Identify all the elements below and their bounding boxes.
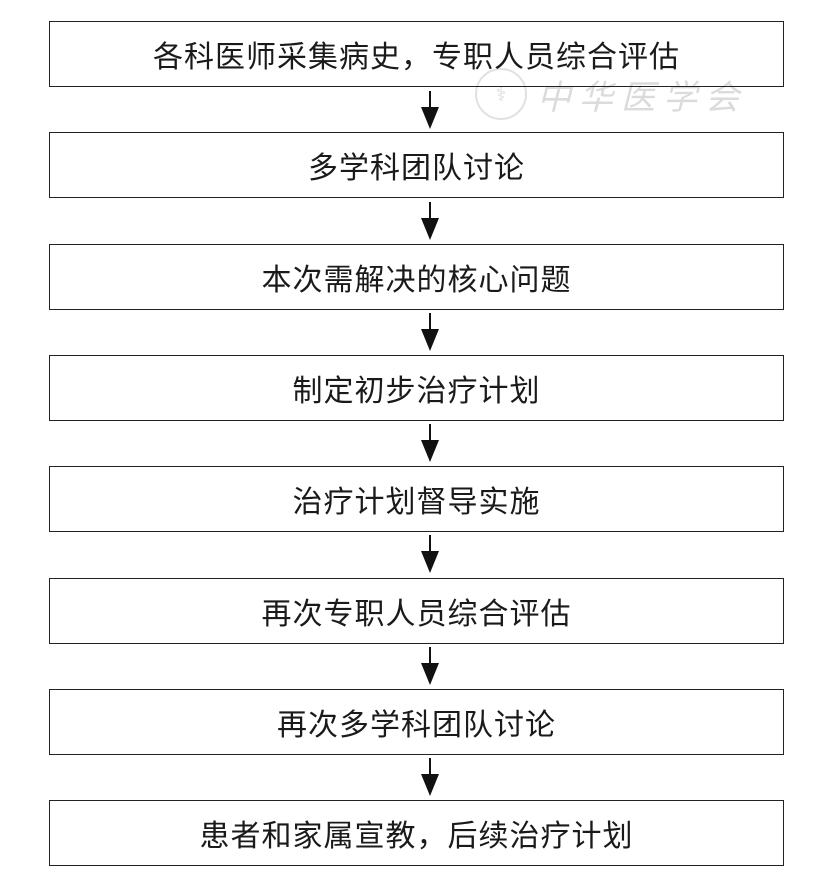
step-5-box: 治疗计划督导实施	[49, 466, 784, 532]
step-8-label: 患者和家属宣教，后续治疗计划	[199, 819, 634, 854]
arrow-down-icon	[421, 313, 439, 351]
arrow-down-icon	[421, 535, 439, 573]
step-1-label: 各科医师采集病史，专职人员综合评估	[153, 40, 680, 75]
watermark-text: 中华医学会	[537, 77, 747, 118]
step-6-box: 再次专职人员综合评估	[49, 578, 784, 644]
step-2-box: 多学科团队讨论	[49, 132, 784, 198]
step-7-box: 再次多学科团队讨论	[49, 689, 784, 755]
arrow-down-icon	[421, 424, 439, 462]
step-5-label: 治疗计划督导实施	[292, 485, 541, 520]
arrow-down-icon	[421, 202, 439, 240]
step-1-box: 各科医师采集病史，专职人员综合评估	[49, 21, 784, 87]
arrow-down-icon	[421, 758, 439, 796]
watermark: ⚕ 中华医学会	[475, 68, 747, 120]
step-4-label: 制定初步治疗计划	[292, 374, 541, 409]
arrow-down-icon	[421, 91, 439, 129]
arrow-down-icon	[421, 647, 439, 685]
step-3-label: 本次需解决的核心问题	[261, 263, 572, 298]
step-4-box: 制定初步治疗计划	[49, 355, 784, 421]
step-8-box: 患者和家属宣教，后续治疗计划	[49, 800, 784, 866]
seal-icon: ⚕	[475, 68, 527, 120]
step-6-label: 再次专职人员综合评估	[261, 597, 572, 632]
step-3-box: 本次需解决的核心问题	[49, 244, 784, 310]
step-7-label: 再次多学科团队讨论	[277, 708, 556, 743]
step-2-label: 多学科团队讨论	[308, 151, 525, 186]
